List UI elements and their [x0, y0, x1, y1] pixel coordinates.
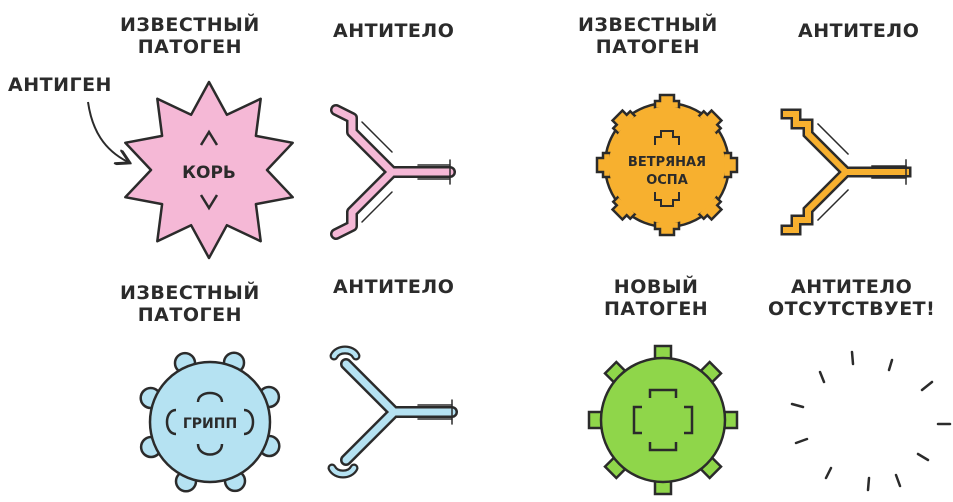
- measles-antibody: [336, 110, 450, 234]
- flu-antibody: [332, 350, 452, 474]
- chickenpox-pathogen: ВЕТРЯНАЯ ОСПА: [597, 95, 737, 235]
- new-pathogen: [589, 346, 737, 494]
- flu-name: ГРИПП: [183, 416, 237, 432]
- chickenpox-antibody: [786, 114, 906, 230]
- chickenpox-surface-bump: [655, 95, 679, 109]
- chickenpox-name-line-1: ВЕТРЯНАЯ: [628, 155, 706, 170]
- missing-antibody-marks: [792, 352, 950, 490]
- chickenpox-name-line-2: ОСПА: [646, 173, 688, 188]
- chickenpox-surface-bump: [723, 153, 737, 177]
- flu-pathogen: ГРИПП: [141, 353, 280, 492]
- measles-pathogen: КОРЬ: [125, 82, 292, 258]
- antigen-arrow: [88, 102, 128, 162]
- chickenpox-surface-bump: [655, 221, 679, 235]
- chickenpox-surface-bump: [597, 153, 611, 177]
- measles-name: КОРЬ: [182, 163, 236, 183]
